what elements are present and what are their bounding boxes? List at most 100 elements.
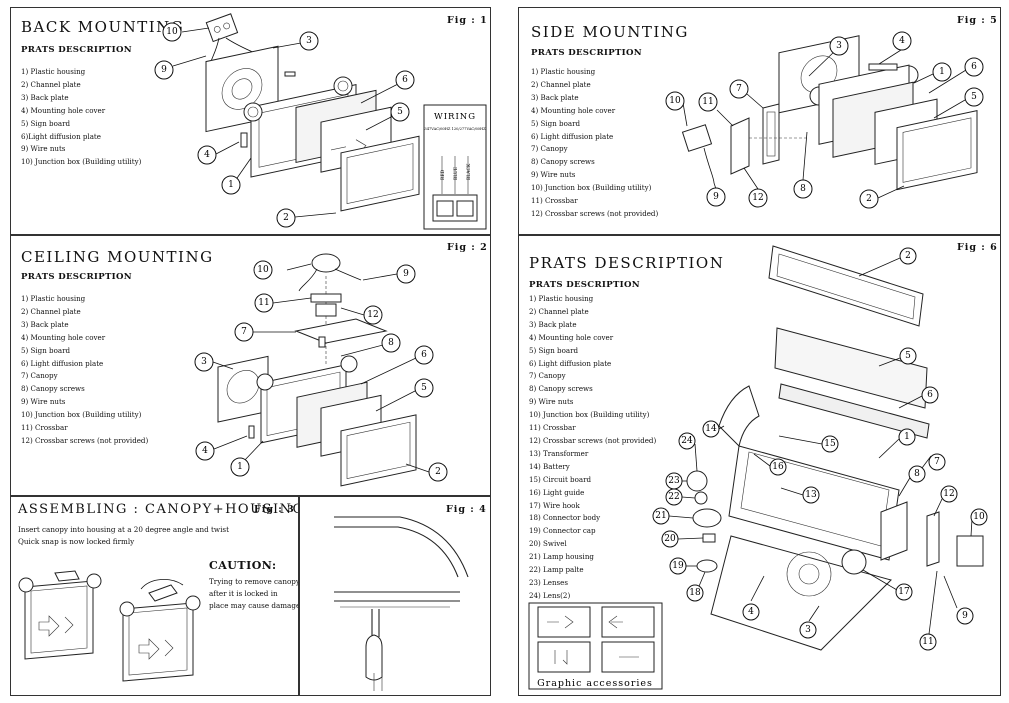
callout-19: 19: [672, 561, 684, 571]
part-item: 13) Transformer: [529, 448, 589, 458]
panel-title: CEILING MOUNTING: [21, 248, 214, 266]
parts-list: 1) Plastic housing 2) Channel plate 3) B…: [529, 293, 656, 603]
part-item: 5) Sign board: [21, 345, 71, 355]
part-item: 1) Plastic housing: [21, 294, 86, 303]
part-item: 10) Junction box (Building utility): [21, 157, 142, 167]
parts-list: 1) Plastic housing 2) Channel plate 3) B…: [531, 66, 658, 221]
assembly-drawing: [18, 570, 201, 682]
callout-8: 8: [800, 184, 806, 194]
part-item: 11) Crossbar: [21, 423, 68, 433]
part-item: 6) Light diffusion plate: [21, 358, 104, 368]
part-item: 6) Light diffusion plate: [531, 131, 614, 141]
part-item: 2) Channel plate: [21, 79, 81, 89]
part-item: 19) Connector cap: [529, 526, 596, 536]
part-item: 7) Canopy: [21, 371, 58, 381]
part-item: 8) Canopy screws: [21, 384, 85, 394]
part-item: 6) Light diffusion plate: [529, 358, 612, 368]
part-item: 22) Lamp palte: [529, 565, 584, 575]
part-item: 10) Junction box (Building utility): [21, 410, 142, 420]
panel-back-mounting: BACK MOUNTING PRATS DESCRIPTION Fig : 1 …: [10, 7, 491, 235]
part-item: 4) Mounting hole cover: [21, 105, 106, 115]
panel-title: BACK MOUNTING: [21, 18, 185, 36]
wire-label-blue: BLUE: [453, 167, 459, 180]
part-item: 4) Mounting hole cover: [531, 105, 616, 115]
part-item: 10) Junction box (Building utility): [531, 183, 652, 193]
callout-9: 9: [713, 192, 719, 202]
caution-title: CAUTION:: [209, 559, 277, 572]
callout-7: 7: [241, 327, 247, 337]
figure-label: Fig : 5: [957, 15, 998, 26]
instruction-line-1: Insert canopy into housing at a 20 degre…: [18, 525, 229, 534]
callout-3: 3: [805, 625, 811, 635]
callout-10: 10: [973, 512, 985, 522]
callout-10: 10: [166, 27, 178, 37]
exploded-view-drawing: WIRING 347VAC/60HZ 120/277VAC/60HZ RED B…: [154, 13, 487, 230]
panel-ceiling-mounting: CEILING MOUNTING PRATS DESCRIPTION Fig :…: [10, 235, 491, 496]
callout-8: 8: [388, 338, 394, 348]
callout-11: 11: [258, 298, 269, 308]
wiring-title: WIRING: [434, 112, 476, 122]
callout-15: 15: [824, 439, 836, 449]
parts-list: 1) Plastic housing 2) Channel plate 3) B…: [21, 293, 148, 448]
accessories-label: Graphic accessories: [537, 678, 653, 689]
part-item: 5) Sign board: [531, 118, 581, 128]
callout-11: 11: [922, 637, 933, 647]
callout-20: 20: [664, 534, 676, 544]
callout-5: 5: [905, 351, 911, 361]
callout-10: 10: [669, 96, 681, 106]
part-item: 15) Circuit board: [529, 474, 592, 484]
callout-2: 2: [905, 251, 911, 261]
figure-label: Fig : 1: [447, 15, 488, 26]
callout-3: 3: [306, 36, 312, 46]
part-item: 17) Wire hook: [529, 500, 580, 510]
caution-line-3: place may cause damage: [209, 601, 299, 610]
part-item: 8) Canopy screws: [529, 384, 593, 394]
panel-parts-description: PRATS DESCRIPTION PRATS DESCRIPTION Fig …: [518, 235, 1001, 696]
part-item: 3) Back plate: [531, 92, 579, 102]
exploded-view-drawing: 3 4 1 6 5 10 11 7 8 12 9 2: [665, 31, 984, 209]
panel-title: SIDE MOUNTING: [531, 23, 689, 41]
callout-12: 12: [367, 310, 378, 320]
callout-21: 21: [655, 511, 666, 521]
caution-line-2: after it is locked in: [209, 589, 278, 598]
figure-label: Fig : 4: [446, 504, 487, 515]
part-item: 5) Sign board: [21, 118, 71, 128]
part-item: 20) Swivel: [529, 539, 567, 549]
callout-1: 1: [228, 180, 234, 190]
callout-7: 7: [736, 84, 742, 94]
part-item: 18) Connector body: [529, 513, 601, 523]
part-item: 1) Plastic housing: [531, 67, 596, 76]
callout-11: 11: [702, 97, 713, 107]
part-item: 11) Crossbar: [531, 196, 578, 206]
part-item: 10) Junction box (Building utility): [529, 410, 650, 420]
callout-4: 4: [748, 607, 754, 617]
callout-2: 2: [435, 467, 441, 477]
part-item: 9) Wire nuts: [529, 397, 574, 407]
part-item: 6)Light diffusion plate: [21, 131, 101, 141]
part-item: 2) Channel plate: [529, 306, 589, 316]
part-item: 2) Channel plate: [531, 79, 591, 89]
part-item: 3) Back plate: [21, 319, 69, 329]
figure-label: Fig : 2: [447, 242, 488, 253]
callout-22: 22: [668, 492, 679, 502]
callout-6: 6: [402, 75, 408, 85]
callout-2: 2: [866, 194, 872, 204]
instruction-line-2: Quick snap is now locked firmly: [18, 537, 135, 546]
part-item: 16) Light guide: [529, 487, 585, 497]
callout-24: 24: [681, 436, 693, 446]
callout-14: 14: [705, 424, 717, 434]
part-item: 3) Back plate: [21, 92, 69, 102]
part-item: 21) Lamp housing: [529, 552, 594, 562]
callout-3: 3: [201, 357, 207, 367]
callout-7: 7: [934, 457, 940, 467]
callout-17: 17: [898, 587, 910, 597]
part-item: 1) Plastic housing: [529, 294, 594, 303]
part-item: 1) Plastic housing: [21, 67, 86, 76]
panel-subtitle: PRATS DESCRIPTION: [21, 45, 132, 55]
part-item: 9) Wire nuts: [21, 144, 66, 154]
callout-9: 9: [962, 611, 968, 621]
callout-5: 5: [397, 107, 403, 117]
callout-12: 12: [752, 193, 763, 203]
part-item: 8) Canopy screws: [531, 157, 595, 167]
callout-6: 6: [971, 62, 977, 72]
